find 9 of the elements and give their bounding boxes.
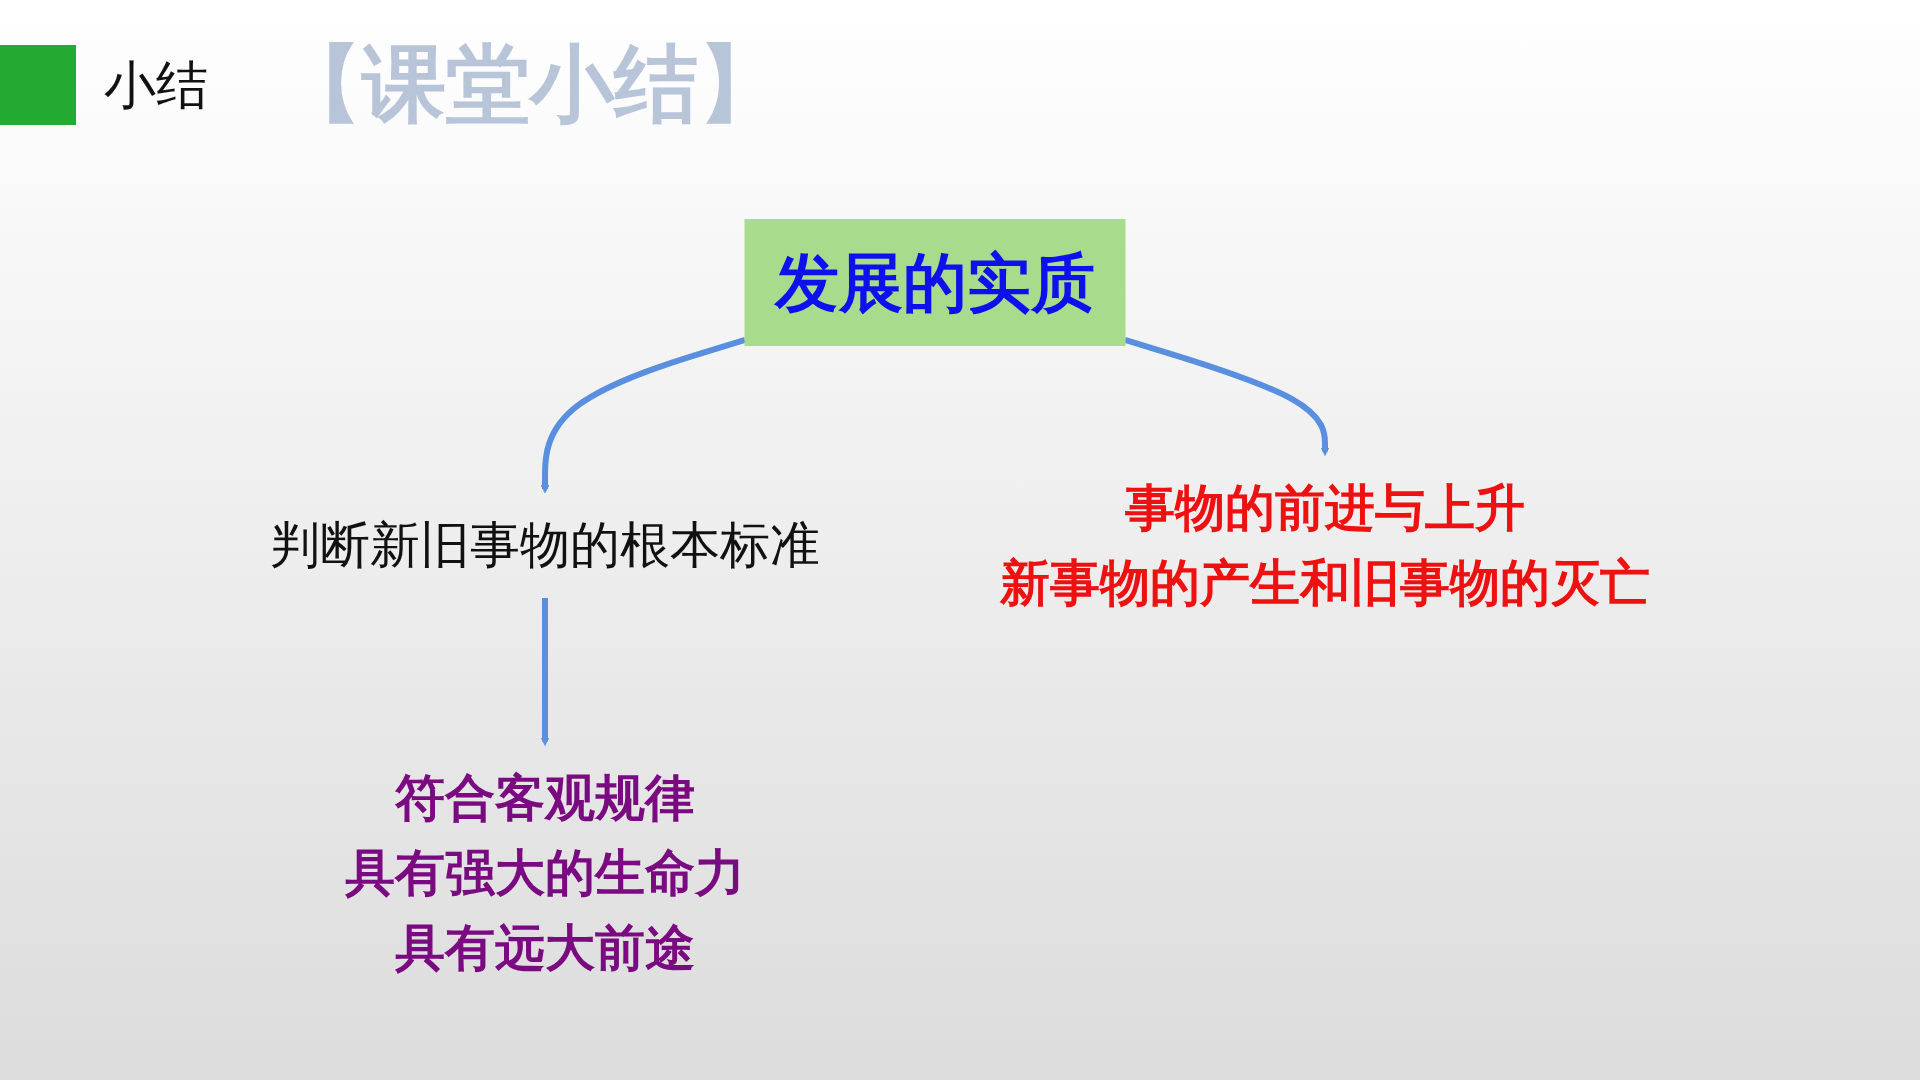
arrow bbox=[540, 337, 746, 494]
node-text: 符合客观规律 具有强大的生命力 具有远大前途 bbox=[345, 768, 745, 977]
title: 小结 bbox=[0, 45, 208, 125]
heading-label: 【课堂小结】 bbox=[278, 35, 782, 133]
node-text: 事物的前进与上升 新事物的产生和旧事物的灭亡 bbox=[1000, 478, 1650, 612]
arrow bbox=[1124, 337, 1330, 456]
node-box: 发展的实质 bbox=[744, 219, 1126, 346]
arrow bbox=[540, 598, 550, 746]
node-text: 判断新旧事物的根本标准 bbox=[270, 516, 820, 574]
